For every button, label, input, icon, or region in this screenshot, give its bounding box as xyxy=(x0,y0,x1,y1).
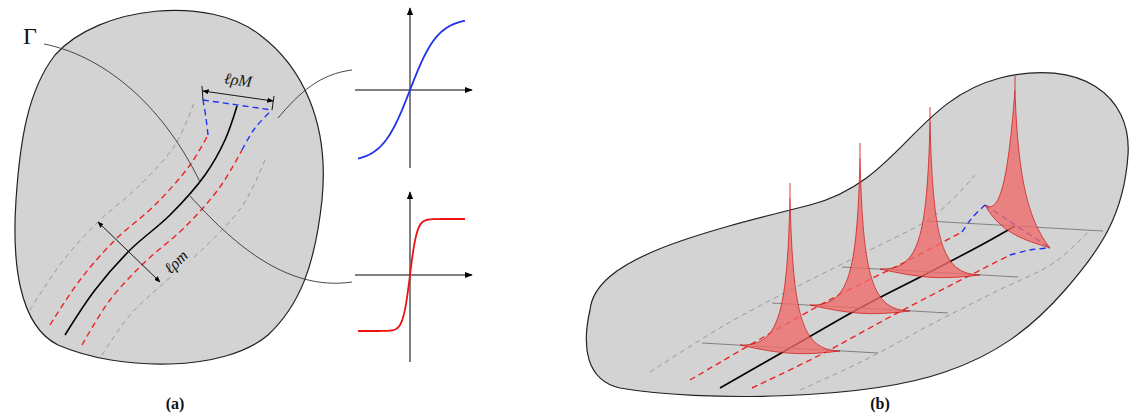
dimension-label: ℓρm xyxy=(159,245,193,279)
domain-a xyxy=(15,10,323,364)
smooth-sigmoid xyxy=(358,21,465,159)
damage-peak xyxy=(740,198,840,354)
flare-band xyxy=(1010,248,1050,255)
peak-tip xyxy=(930,107,931,122)
flare-band xyxy=(203,100,272,110)
outer-band xyxy=(102,160,265,355)
sigmoid-plot xyxy=(355,8,472,362)
flare-band xyxy=(242,110,272,150)
leader-line xyxy=(278,70,352,118)
peak-tip xyxy=(860,143,861,158)
curve-label: Γ xyxy=(21,23,39,49)
domain-b xyxy=(586,73,1128,397)
damage-peak xyxy=(810,158,910,314)
peak-tip xyxy=(1015,76,1016,90)
leader-line xyxy=(190,196,352,283)
flare-band xyxy=(962,205,985,232)
dimension-label: ℓρM xyxy=(221,69,255,91)
inner-band xyxy=(82,150,242,345)
sharp-sigmoid xyxy=(358,219,465,331)
damage-peak xyxy=(880,122,980,278)
damage-peak xyxy=(985,90,1050,248)
panel-label: (a) xyxy=(164,395,187,413)
crack-path xyxy=(65,106,237,335)
dimension xyxy=(98,86,274,282)
panel-label: (b) xyxy=(868,395,892,413)
inner-band xyxy=(50,135,208,325)
leader-line xyxy=(44,44,200,182)
peak-tip xyxy=(790,183,791,198)
flare-band xyxy=(203,100,208,135)
